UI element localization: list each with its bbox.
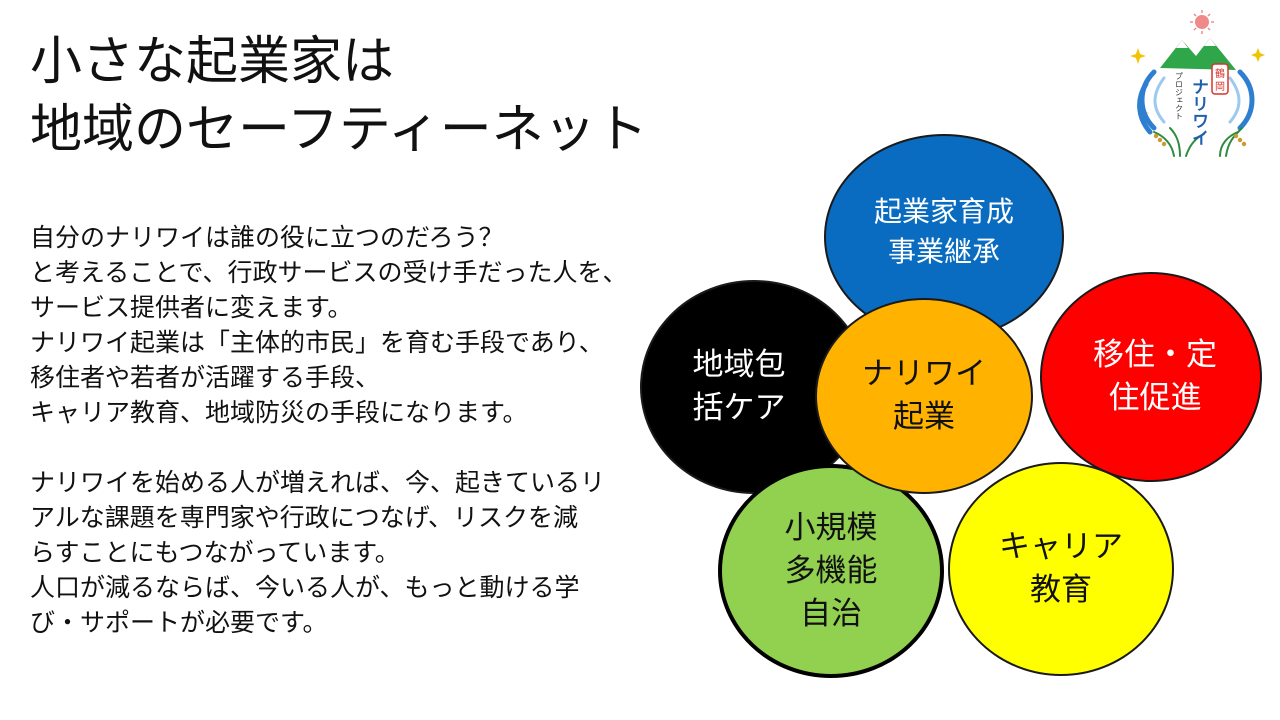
logo-char-1: 鶴	[1215, 67, 1225, 80]
stamp-frame	[1211, 63, 1229, 95]
logo-main-text: ナリワイ	[1188, 78, 1208, 146]
body-line: 人口が減るならば、今いる人が、もっと動ける学	[30, 573, 580, 602]
body-line: ナリワイ起業は「主体的市民」を育む手段であり、	[30, 328, 604, 357]
body-line: 自分のナリワイは誰の役に立つのだろう？	[30, 223, 504, 252]
logo-sub-text: プロジェクト	[1175, 72, 1184, 120]
body-line: らすことにもつながっています。	[30, 538, 400, 567]
circle-small-multifunction-autonomy: 小規模 多機能 自治	[718, 464, 944, 678]
circle-label: 自治	[800, 595, 862, 632]
body-line: と考えることで、行政サービスの受け手だった人を、	[30, 258, 628, 287]
circle-label: 地域包	[692, 347, 786, 383]
body-line: ナリワイを始める人が増えれば、今、起きているリ	[30, 468, 606, 497]
title-line-1: 小さな起業家は	[30, 32, 395, 92]
circle-label: ナリワイ	[862, 356, 986, 392]
body-line: 移住者や若者が活躍する手段、	[30, 363, 381, 392]
body-line: び・サポートが必要です。	[30, 608, 328, 637]
circle-label: 住促進	[1108, 380, 1202, 416]
circle-label: 括ケア	[692, 390, 786, 426]
body-line: サービス提供者に変えます。	[30, 293, 353, 322]
title-line-2: 地域のセーフティーネット	[30, 100, 648, 160]
nariwai-project-logo: 鶴 岡 ナリワイ プロジェクト	[1130, 10, 1265, 157]
circle-label: 事業継承	[887, 235, 1000, 268]
circle-label: 起業	[893, 399, 955, 435]
wave-light-icon	[1153, 76, 1241, 124]
logo-char-2: 岡	[1215, 81, 1225, 93]
body-paragraph-2: ナリワイを始める人が増えれば、今、起きているリ アルな課題を専門家や行政につなげ…	[30, 465, 650, 640]
circle-label: 多機能	[784, 552, 878, 589]
body-paragraph-1: 自分のナリワイは誰の役に立つのだろう？ と考えることで、行政サービスの受け手だっ…	[30, 220, 650, 430]
body-line: アルな課題を専門家や行政につなげ、リスクを減	[30, 503, 579, 532]
rice-plant-icon	[1153, 127, 1243, 157]
rice-grain-icon	[1153, 133, 1247, 147]
wave-icon	[1137, 69, 1255, 135]
circle-label: 起業家育成	[873, 195, 1014, 228]
mountain-icon	[1160, 38, 1236, 70]
circle-label: キャリア	[999, 529, 1123, 565]
circle-nariwai-entrepreneurship: ナリワイ 起業	[815, 298, 1033, 494]
body-text: 自分のナリワイは誰の役に立つのだろう？ と考えることで、行政サービスの受け手だっ…	[30, 220, 650, 640]
circle-migration-promotion: 移住・定 住促進	[1040, 272, 1262, 482]
sun-icon	[1190, 10, 1214, 34]
circle-career-education: キャリア 教育	[948, 462, 1174, 676]
circle-label: 移住・定	[1093, 337, 1217, 373]
circle-label: 小規模	[784, 509, 878, 546]
body-line: キャリア教育、地域防災の手段になります。	[30, 398, 528, 427]
circle-label: 教育	[1030, 572, 1092, 608]
slide-title: 小さな起業家は 地域のセーフティーネット	[30, 28, 648, 164]
